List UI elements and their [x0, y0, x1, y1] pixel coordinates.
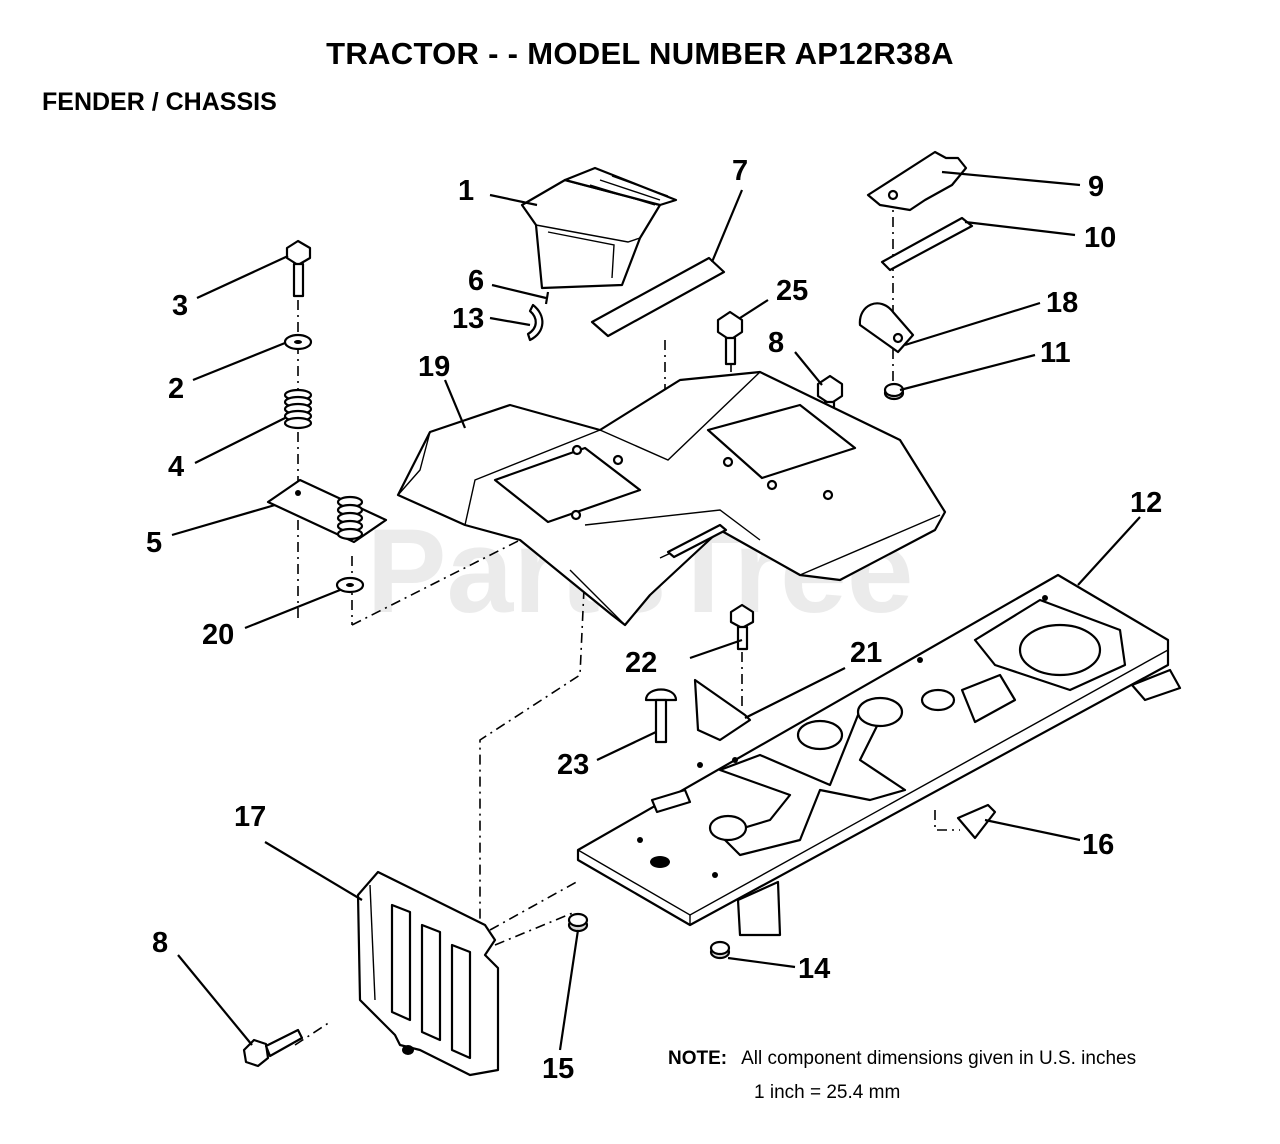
- part-4-spring: [283, 388, 313, 430]
- callout-23: 23: [557, 749, 589, 781]
- note-line-1: All component dimensions given in U.S. i…: [741, 1048, 1137, 1069]
- part-1-tray: [520, 166, 678, 290]
- dimension-note: NOTE: All component dimensions given in U…: [668, 1042, 1136, 1110]
- part-8-bolt-lower: [242, 1028, 304, 1068]
- callout-1: 1: [458, 175, 474, 207]
- part-22-bolt: [729, 603, 755, 651]
- callout-labels: 1 2 3 4 5 6 7 8 8 9 10 11 12 13 14 15 16…: [146, 155, 1162, 1085]
- part-15-nut: [567, 912, 589, 933]
- callout-11: 11: [1040, 337, 1071, 369]
- part-13-bracket: [526, 303, 544, 342]
- part-3-bolt: [285, 239, 312, 298]
- callout-2: 2: [168, 373, 184, 405]
- callout-22: 22: [625, 647, 657, 679]
- part-19-fender: [396, 370, 947, 627]
- part-17-plate: [356, 870, 500, 1077]
- part-21-bracket: [693, 678, 752, 742]
- callout-18: 18: [1046, 287, 1078, 319]
- part-20-washer: [335, 576, 365, 594]
- part-2-washer: [283, 333, 313, 351]
- leader-lines: [171, 170, 1141, 1051]
- note-line-2: 1 inch = 25.4 mm: [754, 1082, 901, 1103]
- part-12-chassis: [576, 573, 1182, 937]
- note-prefix: NOTE:: [668, 1048, 728, 1069]
- part-11-nut: [883, 382, 905, 401]
- callout-3: 3: [172, 290, 188, 322]
- callout-13: 13: [452, 303, 484, 335]
- callout-19: 19: [418, 351, 450, 383]
- callout-16: 16: [1082, 829, 1114, 861]
- callout-7: 7: [732, 155, 748, 187]
- part-5-mount-plate: [266, 478, 388, 544]
- section-subtitle: FENDER / CHASSIS: [42, 88, 277, 116]
- callout-5: 5: [146, 527, 162, 559]
- callout-20: 20: [202, 619, 234, 651]
- callout-6: 6: [468, 265, 484, 297]
- callout-10: 10: [1084, 222, 1116, 254]
- callout-9: 9: [1088, 171, 1104, 203]
- callout-8-lower: 8: [152, 927, 168, 959]
- part-7-decal: [590, 256, 726, 338]
- part-23-carriage-bolt: [644, 688, 678, 744]
- callout-21: 21: [850, 637, 882, 669]
- part-10-plate: [880, 216, 974, 272]
- callout-12: 12: [1130, 487, 1162, 519]
- callout-4: 4: [168, 451, 184, 483]
- part-25-bolt: [716, 310, 744, 366]
- part-18-bracket: [858, 302, 915, 354]
- callout-14: 14: [798, 953, 830, 985]
- page-title: TRACTOR - - MODEL NUMBER AP12R38A: [326, 36, 954, 71]
- part-14-nut: [709, 940, 731, 960]
- callout-17: 17: [234, 801, 266, 833]
- part-9-cover: [866, 150, 968, 212]
- callout-15: 15: [542, 1053, 574, 1085]
- part-16-clip: [956, 803, 997, 840]
- callout-8-upper: 8: [768, 327, 784, 359]
- part-6-clip: [544, 291, 550, 305]
- callout-25: 25: [776, 275, 808, 307]
